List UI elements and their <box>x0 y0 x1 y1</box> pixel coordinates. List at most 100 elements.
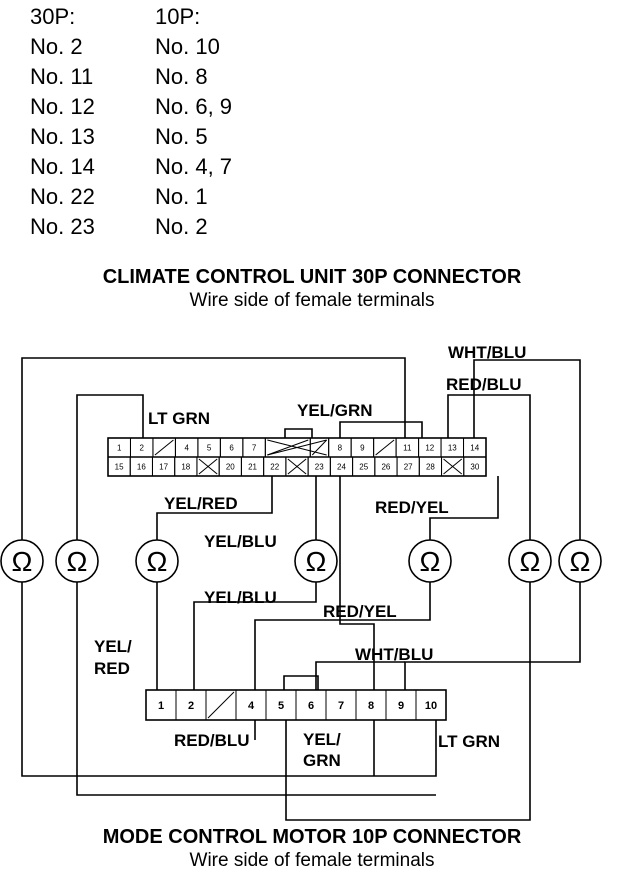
wire-label-yel-grn: YEL/GRN <box>297 401 373 420</box>
pin-number: 14 <box>470 444 479 453</box>
pin-number: 5 <box>207 444 212 453</box>
connector-10p-title: MODE CONTROL MOTOR 10P CONNECTOR <box>102 826 522 848</box>
empty-pin-slash <box>311 439 328 456</box>
pin-number: 24 <box>337 463 346 472</box>
wire-pin14-branch-pin6 <box>315 661 405 690</box>
pin-10p: No. 10 <box>155 34 220 59</box>
pin-number: 4 <box>248 700 255 712</box>
pin-number: 9 <box>398 700 404 712</box>
empty-pin-slash <box>267 439 309 456</box>
omega-icon: Ω <box>306 546 327 577</box>
pin-number: 10 <box>425 700 437 712</box>
omega-icon: Ω <box>147 546 168 577</box>
pin-number: 23 <box>315 463 324 472</box>
wire-pin11-to-pin8 <box>339 421 423 690</box>
pin-number: 8 <box>338 444 343 453</box>
pin-number: 1 <box>117 444 122 453</box>
wire-pin12-red-blu <box>285 394 531 821</box>
pin-number: 22 <box>270 463 279 472</box>
pin-number: 27 <box>404 463 413 472</box>
pin-30p: No. 22 <box>30 184 95 209</box>
pin-number: 13 <box>448 444 457 453</box>
pin-number: 17 <box>159 463 168 472</box>
pin-number: 12 <box>425 444 434 453</box>
pin-10p: No. 8 <box>155 64 208 89</box>
pin-number: 6 <box>308 700 314 712</box>
pin-number: 4 <box>184 444 189 453</box>
wire-pin11-outer-left <box>21 357 437 777</box>
latch-gap-cross <box>267 439 327 456</box>
pin-number: 15 <box>115 463 124 472</box>
pin-number: 2 <box>139 444 144 453</box>
wire-pin2-left <box>76 394 436 796</box>
wire-pin23-yel-blu <box>193 476 317 690</box>
omega-icon: Ω <box>570 546 591 577</box>
omega-icon: Ω <box>520 546 541 577</box>
pin-30p: No. 14 <box>30 154 95 179</box>
connector-30p-row2: 15 16 17 18 20 21 22 23 24 25 26 27 28 30 <box>107 456 487 477</box>
connector-30p-latch <box>284 428 313 438</box>
pin-number: 21 <box>248 463 257 472</box>
pin-10p: No. 2 <box>155 214 208 239</box>
wire-pin22-yel-red <box>156 476 273 690</box>
connector-10p-latch <box>283 675 319 690</box>
pin-number: 11 <box>403 444 412 453</box>
pin-cell <box>463 456 487 477</box>
wire-pin13-red-yel <box>254 476 499 690</box>
pin-number: 16 <box>137 463 146 472</box>
omega-icon: Ω <box>420 546 441 577</box>
header-30p: 30P: <box>30 4 76 29</box>
wire-label-red-blu: RED/BLU <box>446 375 522 394</box>
wire-label-lt-grn: LT GRN <box>148 409 210 428</box>
ohmmeter-symbol <box>135 539 179 583</box>
connector-30p-subtitle: Wire side of female terminals <box>189 290 435 311</box>
empty-pin-cross <box>287 458 307 475</box>
pin-30p: No. 2 <box>30 34 83 59</box>
pin-number: 30 <box>470 463 479 472</box>
wire-label-yel-grn: GRN <box>303 751 341 770</box>
pin-number: 20 <box>226 463 235 472</box>
ohmmeter-symbol <box>55 539 99 583</box>
pin-10p: No. 1 <box>155 184 208 209</box>
omega-icon: Ω <box>12 546 33 577</box>
pin-number: 5 <box>278 700 284 712</box>
omega-icon: Ω <box>67 546 88 577</box>
pin-number: 7 <box>338 700 344 712</box>
empty-pin-slash <box>375 439 395 456</box>
pin-number: 9 <box>360 444 365 453</box>
wire-pin14-wht-blu <box>404 359 581 690</box>
pin-10p: No. 6, 9 <box>155 94 233 119</box>
wire-label-yel-red: YEL/RED <box>164 494 238 513</box>
wire-label-yel-red: YEL/ <box>94 637 132 656</box>
pin-number: 18 <box>181 463 190 472</box>
connector-30p-title: CLIMATE CONTROL UNIT 30P CONNECTOR <box>102 266 522 288</box>
connector-10p-subtitle: Wire side of female terminals <box>189 850 435 871</box>
wire-label-wht-blu: WHT/BLU <box>355 645 433 664</box>
wire-label-red-yel: RED/YEL <box>323 602 397 621</box>
empty-pin-cross <box>443 458 463 475</box>
header-10p: 10P: <box>155 4 201 29</box>
pin-number: 2 <box>188 700 194 712</box>
wire-label-red-blu: RED/BLU <box>174 731 250 750</box>
ohmmeter-symbol <box>408 539 452 583</box>
ohmmeter-symbol <box>294 539 338 583</box>
pin-10p: No. 5 <box>155 124 208 149</box>
pin-number: 7 <box>252 444 257 453</box>
wire-label-yel-grn: YEL/ <box>303 730 341 749</box>
wire-label-wht-blu: WHT/BLU <box>448 343 526 362</box>
ohmmeter-symbol <box>0 539 44 583</box>
pin-cell <box>415 689 447 721</box>
empty-pin-slash <box>154 439 174 456</box>
pin-number: 26 <box>381 463 390 472</box>
empty-pin-cross <box>198 458 218 475</box>
wire-label-lt-grn: LT GRN <box>438 732 500 751</box>
pin-10p: No. 4, 7 <box>155 154 233 179</box>
pin-30p: No. 23 <box>30 214 95 239</box>
ohmmeter-symbol <box>508 539 552 583</box>
wire-label-yel-red: RED <box>94 659 130 678</box>
pin-30p: No. 13 <box>30 124 95 149</box>
pin-number: 25 <box>359 463 368 472</box>
pin-number: 28 <box>426 463 435 472</box>
